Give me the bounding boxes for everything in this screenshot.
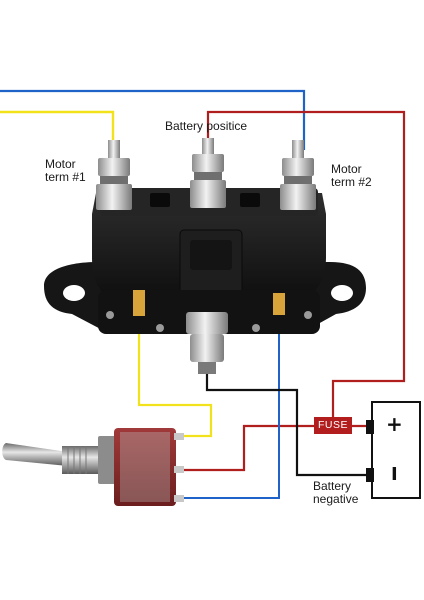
label-motor-term-1: Motor term #1 (45, 157, 86, 184)
black-wire-ground (205, 372, 374, 477)
ground-post-icon (186, 312, 228, 374)
label-motor-term-2: Motor term #2 (331, 162, 372, 189)
motor-term-1-post-icon (96, 140, 132, 210)
yellow-wire-motor-term-1 (0, 110, 115, 150)
yellow-wire-spade-to-switch (137, 322, 213, 438)
red-wire-fuse-to-switch (176, 424, 318, 472)
battery-minus-symbol: I (391, 464, 398, 485)
label-fuse: FUSE (318, 419, 349, 431)
spade-terminal-left-icon (133, 290, 145, 316)
battery-icon (366, 401, 421, 499)
blue-wire-motor-term-2 (0, 89, 306, 150)
fuse-icon (314, 417, 352, 434)
motor-term-2-post-icon (280, 140, 316, 210)
toggle-switch-icon (2, 428, 184, 506)
blue-wire-spade-to-switch (178, 322, 280, 499)
battery-plus-symbol: + (386, 412, 403, 436)
label-battery-negative: Battery negative (313, 479, 359, 506)
mount-hole-right-icon (331, 285, 353, 301)
mount-hole-left-icon (63, 285, 85, 301)
battery-positive-post-icon (190, 138, 226, 208)
red-wire-battery-positive (206, 110, 406, 420)
label-battery-positive: Battery positice (165, 119, 248, 133)
spade-terminal-right-icon (273, 293, 285, 315)
